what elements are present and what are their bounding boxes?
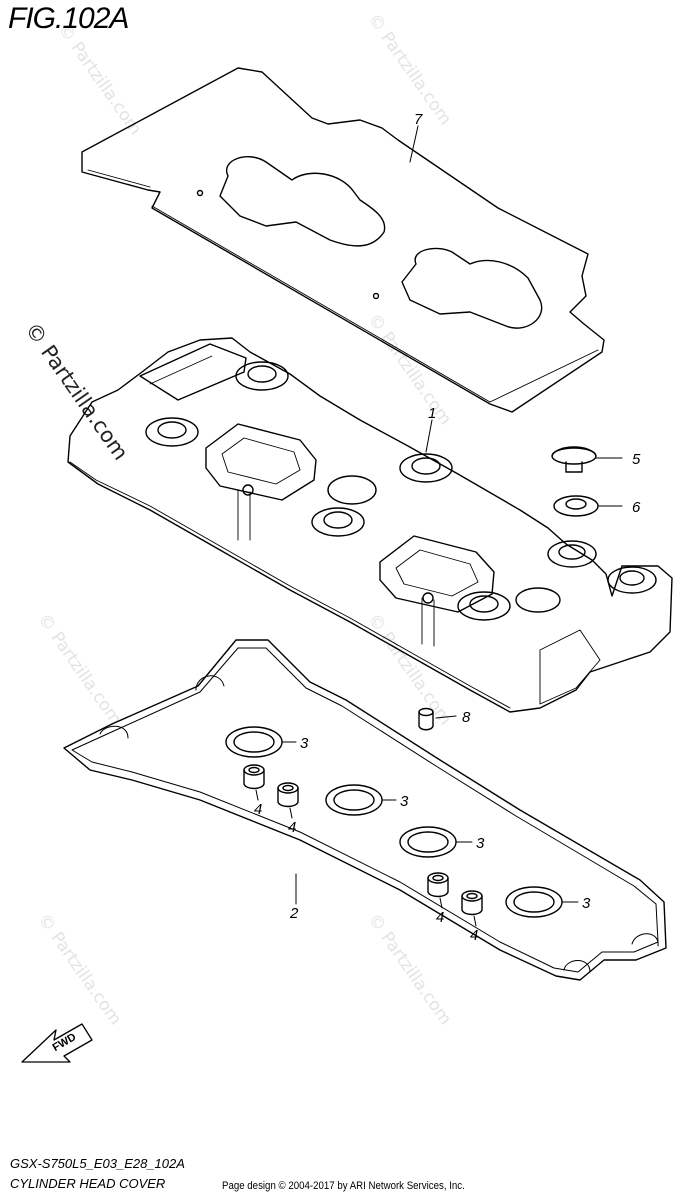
section-name: CYLINDER HEAD COVER: [10, 1176, 166, 1191]
callout-6[interactable]: 6: [632, 499, 641, 516]
callout-3[interactable]: 3: [300, 735, 309, 752]
model-code: GSX-S750L5_E03_E28_102A: [10, 1156, 185, 1171]
callout-4[interactable]: 4: [288, 819, 296, 836]
gasket-plate-part: [81, 67, 605, 413]
callout-4[interactable]: 4: [470, 927, 478, 944]
bolt-part: [551, 446, 623, 473]
callout-3[interactable]: 3: [582, 895, 591, 912]
plug-hole-gasket-part: [225, 726, 579, 918]
callout-8[interactable]: 8: [462, 709, 471, 726]
callout-2[interactable]: 2: [289, 905, 299, 922]
cylinder-head-cover-part: [67, 337, 673, 713]
callout-5[interactable]: 5: [632, 451, 641, 468]
copyright-notice: Page design © 2004-2017 by ARI Network S…: [222, 1180, 465, 1192]
grommet-part: [553, 495, 623, 517]
callout-4[interactable]: 4: [436, 909, 444, 926]
callout-4[interactable]: 4: [254, 801, 262, 818]
fwd-arrow: [21, 1023, 93, 1063]
figure-title: FIG.102A: [8, 2, 129, 35]
cover-gasket-part: [63, 639, 667, 981]
bolt-seal-part: [243, 764, 483, 927]
callout-3[interactable]: 3: [400, 793, 409, 810]
callout-3[interactable]: 3: [476, 835, 485, 852]
callout-1[interactable]: 1: [428, 405, 436, 422]
callout-7[interactable]: 7: [414, 111, 423, 128]
dowel-part: [418, 707, 457, 731]
